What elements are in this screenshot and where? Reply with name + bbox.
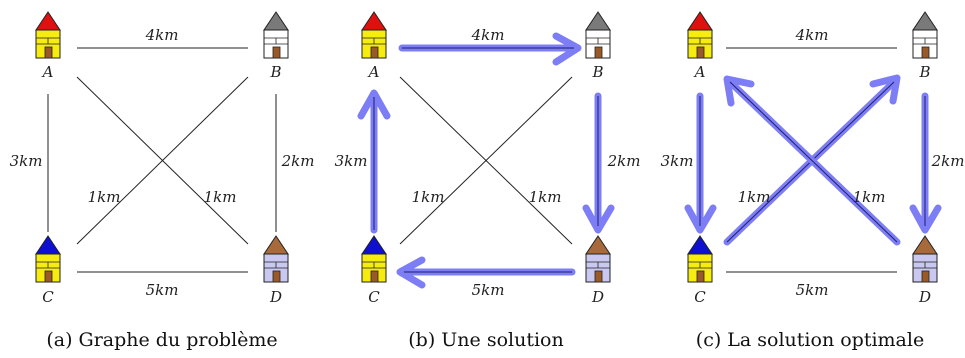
node-label-c: C [368, 288, 380, 306]
house-icon-b [912, 11, 938, 59]
node-label-d: D [269, 288, 282, 306]
edge-label-ac: 3km [335, 152, 368, 170]
edge-label-cd: 5km [146, 281, 179, 299]
route-arrow-d-a [723, 75, 901, 246]
node-label-c: C [42, 288, 54, 306]
edge-label-bc: 1km [412, 188, 445, 206]
edge-label-cd: 5km [796, 281, 829, 299]
node-label-b: B [591, 63, 603, 81]
house-icon-c [361, 235, 387, 283]
house-icon-d [263, 235, 289, 283]
panel-graph: 4km 5km 3km 2km 1km 1km A B C [10, 11, 315, 351]
node-label-b: B [269, 63, 281, 81]
edge-label-cd: 5km [472, 281, 505, 299]
edge-label-bc: 1km [738, 188, 771, 206]
edge-label-ad: 1km [853, 188, 886, 206]
edge-label-ab: 4km [795, 26, 829, 44]
house-icon-d [912, 235, 938, 283]
house-icon-b [263, 11, 289, 59]
node-label-c: C [694, 288, 706, 306]
route-arrow-a-c [684, 92, 717, 234]
edge-b-c [76, 76, 249, 245]
edge-label-bc: 1km [88, 188, 121, 206]
edge-label-ad: 1km [204, 188, 237, 206]
node-label-a: A [367, 63, 380, 81]
edge-b-c [399, 76, 573, 245]
route-arrow-c-a [357, 89, 391, 234]
edge-label-ab: 4km [145, 26, 179, 44]
panel-optimal: 4km 5km 3km 2km 1km 1km A B C D ( [661, 11, 965, 351]
route-arrow-b-d [909, 92, 942, 234]
edge-label-bd: 2km [607, 152, 641, 170]
node-label-a: A [693, 63, 706, 81]
edge-label-ad: 1km [529, 188, 562, 206]
caption-b: (b) Une solution [408, 329, 563, 351]
caption-c: (c) La solution optimale [696, 329, 924, 351]
house-icon-a [35, 11, 61, 59]
route-arrow-a-b [398, 32, 582, 66]
house-icon-a [361, 11, 387, 59]
caption-a: (a) Graphe du problème [46, 329, 277, 351]
edge-label-bd: 2km [281, 152, 315, 170]
node-label-d: D [918, 288, 931, 306]
house-icon-b [585, 11, 611, 59]
house-icon-d [585, 235, 611, 283]
panel-solution: 4km 5km 3km 2km 1km 1km A B C D ( [335, 11, 641, 351]
node-label-a: A [41, 63, 54, 81]
node-label-d: D [591, 288, 604, 306]
route-arrow-d-c [396, 256, 576, 289]
edge-label-ab: 4km [471, 26, 505, 44]
edge-label-ac: 3km [10, 152, 43, 170]
edge-label-bd: 2km [931, 152, 965, 170]
node-label-b: B [918, 63, 930, 81]
route-arrow-b-d [582, 92, 615, 234]
edge-label-ac: 3km [661, 152, 694, 170]
house-icon-c [687, 235, 713, 283]
house-icon-a [687, 11, 713, 59]
house-icon-c [35, 235, 61, 283]
